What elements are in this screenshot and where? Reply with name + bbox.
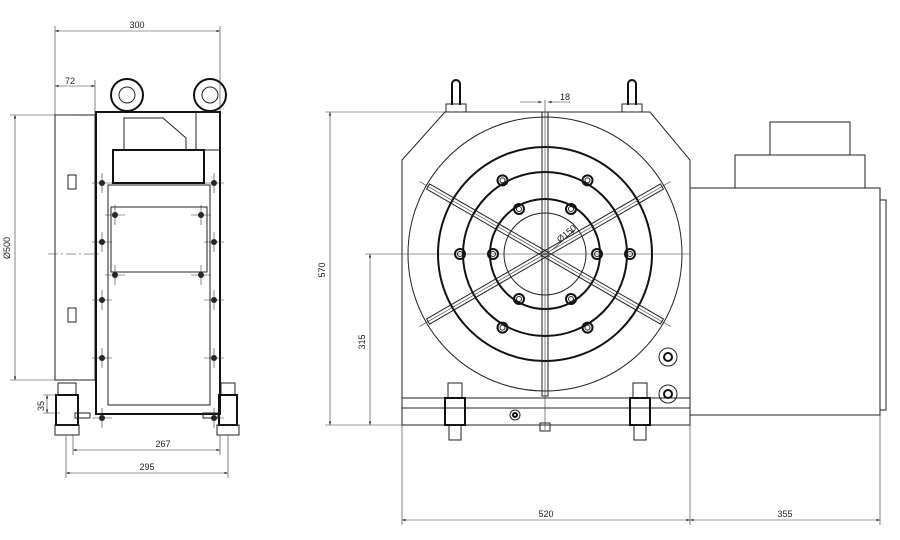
bolt-hole-icon xyxy=(565,202,577,215)
bolt-hole-icon xyxy=(581,321,594,334)
dimension-315: 315 xyxy=(357,253,400,425)
svg-text:315: 315 xyxy=(357,334,367,349)
bolt-hole-icon xyxy=(496,174,509,187)
svg-text:35: 35 xyxy=(36,401,46,411)
bolt-hole-icon xyxy=(496,321,509,334)
dimension-570: 570 xyxy=(317,111,445,426)
dimension-355: 355 xyxy=(690,415,881,525)
svg-text:570: 570 xyxy=(317,262,327,277)
bolt-hole-icon xyxy=(513,202,525,215)
rotary-table-housing xyxy=(401,111,691,426)
svg-text:Ø500: Ø500 xyxy=(2,237,12,259)
dimension-diameter-500: Ø500 xyxy=(2,114,75,381)
front-leveling-feet xyxy=(444,382,651,441)
svg-text:355: 355 xyxy=(777,509,792,519)
dimension-18: 18 xyxy=(520,92,570,104)
svg-text:267: 267 xyxy=(155,439,170,449)
eye-bolt-icon xyxy=(110,78,227,112)
leveling-feet xyxy=(54,382,240,436)
dimension-520: 520 xyxy=(401,425,691,525)
lifting-hook-icon xyxy=(445,79,643,113)
svg-text:72: 72 xyxy=(65,76,75,86)
motor-housing xyxy=(689,187,881,416)
faceplate-panel xyxy=(54,114,96,381)
svg-text:520: 520 xyxy=(538,509,553,519)
dimension-72: 72 xyxy=(55,76,96,115)
dimension-267: 267 xyxy=(72,435,221,455)
dimension-35: 35 xyxy=(36,394,60,414)
coolant-ports xyxy=(509,347,678,421)
bolt-hole-icon xyxy=(581,174,594,187)
dimension-300: 300 xyxy=(54,20,221,115)
front-view: 18 Ø150 570 315 520 355 xyxy=(317,79,887,525)
bolt-hole-icon xyxy=(565,293,577,306)
svg-text:300: 300 xyxy=(129,20,144,30)
dimension-295: 295 xyxy=(65,435,229,478)
side-view: 300 72 Ø500 35 267 295 xyxy=(2,20,240,478)
side-housing xyxy=(95,111,221,415)
svg-text:295: 295 xyxy=(139,462,154,472)
svg-text:18: 18 xyxy=(560,92,570,102)
bolt-hole-icon xyxy=(513,293,525,306)
